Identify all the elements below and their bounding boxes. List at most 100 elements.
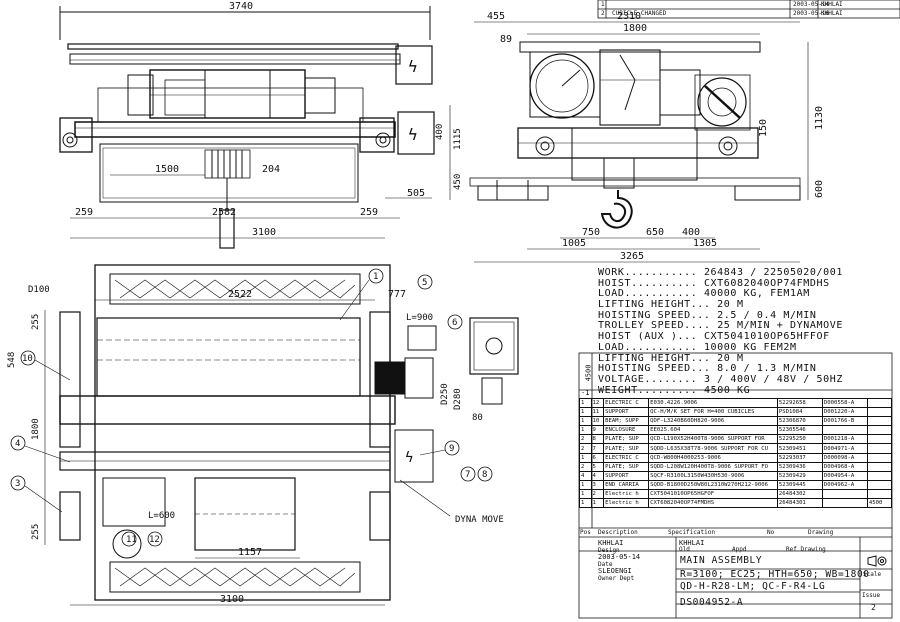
dim-255-top: 255 <box>31 314 41 330</box>
dim-1130: 1130 <box>814 106 825 130</box>
date-label: Date <box>598 561 613 568</box>
svg-text:ϟ: ϟ <box>405 450 413 466</box>
plan-view: ϟ 2522 777 L=900 D100 255 548 1800 255 L… <box>7 264 437 606</box>
parts-cell-part: 52305546 <box>776 425 823 436</box>
parts-cell-weight <box>866 488 893 500</box>
drawing-subtitle: R=3100; EC25; HTH=650; WB=1800 <box>680 569 870 580</box>
parts-cell-qty: 12 <box>590 397 605 409</box>
dim-600: 600 <box>814 180 825 198</box>
spec-row: LOAD........... 40000 KG, FEM1AM <box>598 289 810 300</box>
parts-cell-qty: 8 <box>590 434 605 445</box>
dim-450: 450 <box>453 174 463 190</box>
dim-2522: 2522 <box>228 289 252 300</box>
side-neg1: -1 <box>581 389 590 397</box>
balloon-9: 9 <box>449 444 454 454</box>
parts-cell-desc: BEAM; SUPP <box>603 416 650 427</box>
dim-455: 455 <box>487 11 505 22</box>
side-elevation-view: 455 2310 1800 89 <box>469 11 825 263</box>
spec-row: LIFTING HEIGHT... 20 M <box>598 300 744 311</box>
spec-row: HOIST (AUX )... CXT5041010OP65HFFOF <box>598 332 830 343</box>
parts-cell-weight <box>866 416 893 427</box>
svg-text:ϟ: ϟ <box>408 125 418 144</box>
drawing-date: 2003-05-14 <box>598 553 641 561</box>
dim-548: 548 <box>7 352 17 368</box>
parts-cell-desc: ELECTRIC C <box>603 397 650 409</box>
parts-cell-desc: PLATE; SUP <box>603 434 650 445</box>
header-no: No <box>767 529 775 536</box>
spec-row: WORK........... 264843 / 22505020/001 <box>598 268 843 278</box>
dim-1157: 1157 <box>238 547 262 558</box>
scale-label: Scale <box>863 571 882 578</box>
parts-cell-desc: PLATE; SUP <box>603 461 650 472</box>
parts-cell-part: 52309429 <box>776 470 823 481</box>
parts-cell-part: PSD1084 <box>776 407 823 418</box>
wheel-detail-view: D250 D280 80 <box>440 317 519 423</box>
dim-400-top: 400 <box>435 124 445 140</box>
parts-cell-drawing: D001766-B <box>821 416 868 427</box>
parts-cell-drawing: D000558-A <box>821 397 868 409</box>
dim-3740: 3740 <box>229 1 253 12</box>
parts-cell-drawing: D001218-A <box>821 434 868 445</box>
revision-1-date: 2003-05-14 <box>793 1 830 8</box>
revision-2-number: 2 <box>601 10 605 17</box>
drawing-title: MAIN ASSEMBLY <box>680 555 763 566</box>
parts-cell-no: 1 <box>579 488 592 500</box>
parts-cell-desc: Electric h <box>603 498 650 509</box>
dim-777: 777 <box>388 289 406 300</box>
checker-name: SLEOENGI <box>598 567 632 575</box>
parts-cell-part: 26484302 <box>776 488 823 500</box>
parts-cell-drawing: D004971-A <box>821 443 868 454</box>
dim-d100: D100 <box>28 285 50 295</box>
front-elevation-view: 3740 ϟ ϟ <box>59 1 463 249</box>
dim-259-left: 259 <box>75 207 93 218</box>
dim-3100-plan: 3100 <box>220 594 244 605</box>
parts-cell-no: 1 <box>579 498 592 509</box>
parts-cell-no: 1 <box>579 425 592 436</box>
parts-cell-spec: QCD-L190X52H400T8-9006 SUPPORT FOR <box>648 434 778 445</box>
balloon-5: 5 <box>422 278 427 288</box>
parts-cell-desc: ENCLOSURE <box>603 425 650 436</box>
revision-1-by: KHHLAI <box>821 1 843 8</box>
dim-l900: L=900 <box>406 313 433 323</box>
dim-255-bottom: 255 <box>31 524 41 540</box>
parts-cell-spec: CXT5041010OP65HGFOF <box>648 488 778 500</box>
dim-3265: 3265 <box>620 251 644 262</box>
dim-2582: 2582 <box>212 207 236 218</box>
parts-cell-no: 1 <box>579 452 592 463</box>
parts-cell-part: 52295250 <box>776 434 823 445</box>
parts-cell-part: 52309436 <box>776 461 823 472</box>
parts-cell-drawing: D000098-A <box>821 452 868 463</box>
parts-cell-qty: 7 <box>590 443 605 454</box>
parts-cell-spec: QCD-W800H4000253-9006 <box>648 452 778 463</box>
parts-cell-desc: ELECTRIC C <box>603 452 650 463</box>
parts-cell-desc: END CARRIA <box>603 479 650 490</box>
revision-2-text: CUBICLE CHANGED <box>612 10 667 17</box>
parts-cell-drawing: D004954-A <box>821 470 868 481</box>
spec-row: LIFTING HEIGHT... 20 M <box>598 353 744 364</box>
parts-cell-weight <box>866 425 893 436</box>
spec-row: TROLLEY SPEED.... 25 M/MIN + DYNAMOVE <box>598 321 843 332</box>
parts-cell-weight <box>866 443 893 454</box>
parts-cell-no: 2 <box>579 434 592 445</box>
parts-cell-spec: EE025.604 <box>648 425 778 436</box>
header-description: Description <box>598 529 638 536</box>
parts-cell-weight <box>866 461 893 472</box>
parts-cell-qty: 1 <box>590 498 605 509</box>
revision-2-by: KHHLAI <box>821 10 843 17</box>
dim-1005: 1005 <box>562 238 586 249</box>
parts-cell-desc: PLATE; SUP <box>603 443 650 454</box>
dim-259-right: 259 <box>360 207 378 218</box>
title-designer: KHHLAI <box>679 539 705 547</box>
dim-2310: 2310 <box>617 11 641 22</box>
